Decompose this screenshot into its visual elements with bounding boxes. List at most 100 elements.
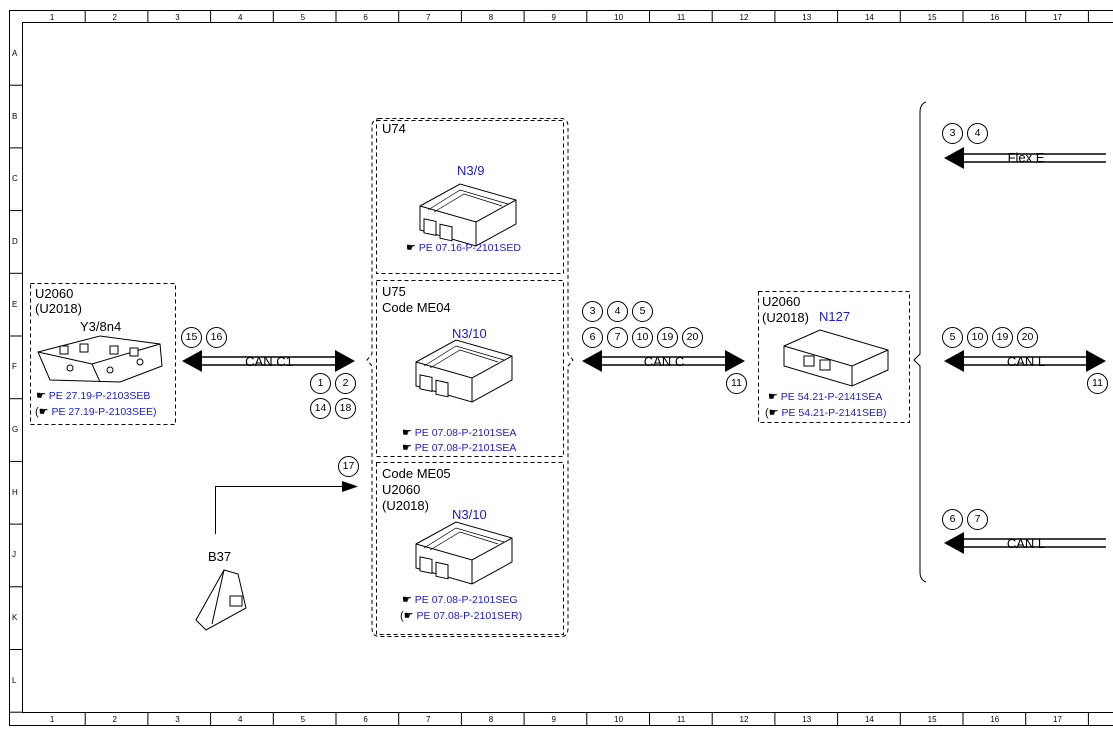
y3-ref2[interactable]: (☛ PE 27.19-P-2103SEE) <box>35 406 157 419</box>
b37-pedal-icon <box>196 570 246 630</box>
b37-arrowhead <box>342 481 358 492</box>
u75-ref1b-text: PE 07.08-P-2101SEA <box>415 427 517 439</box>
col-label: 14 <box>865 715 874 724</box>
row-label: G <box>12 425 18 434</box>
col-label: 2 <box>113 715 117 724</box>
col-label: 1 <box>50 715 54 724</box>
col-label: 13 <box>802 715 811 724</box>
can-c1-connector-14[interactable]: 14 <box>310 398 331 419</box>
col-label: 12 <box>740 715 749 724</box>
can-l-connector-5[interactable]: 5 <box>942 327 963 348</box>
can-c-connector-3[interactable]: 3 <box>582 301 603 322</box>
y3-ref1[interactable]: ☛ PE 27.19-P-2103SEB <box>36 390 150 403</box>
reference-hand-icon: ☛ <box>402 427 412 439</box>
can-c1-connector-18[interactable]: 18 <box>335 398 356 419</box>
col-label: 7 <box>426 715 430 724</box>
can-c-connector-19[interactable]: 19 <box>657 327 678 348</box>
row-label: D <box>12 237 18 246</box>
col-label: 10 <box>614 13 623 22</box>
col-label: 7 <box>426 13 430 22</box>
col-label: 6 <box>363 715 367 724</box>
n3-10-me05-ecu-icon <box>416 522 512 584</box>
u75-ref2[interactable]: ☛ PE 07.08-P-2101SEA <box>402 427 516 440</box>
can-l-top-bus-arrowhead-left <box>944 350 964 372</box>
col-label: 8 <box>489 715 493 724</box>
u74-ref1[interactable]: ☛ PE 07.16-P-2101SED <box>406 242 521 255</box>
can-c1-label: CAN C1 <box>228 354 310 369</box>
u74-ref1-text: PE 07.16-P-2101SED <box>419 242 521 254</box>
can-l-connector-19[interactable]: 19 <box>992 327 1013 348</box>
can-l-bottom-bus-arrowhead-left <box>944 532 964 554</box>
col-label: 12 <box>740 13 749 22</box>
row-label: J <box>12 550 16 559</box>
col-label: 2 <box>113 13 117 22</box>
col-label: 9 <box>551 715 555 724</box>
can-l-connector-20[interactable]: 20 <box>1017 327 1038 348</box>
col-label: 4 <box>238 13 242 22</box>
col-label: 1 <box>50 13 54 22</box>
u75-ref1[interactable]: ☛ PE 07.08-P-2101SEA <box>402 442 516 455</box>
can-c1-bus-arrowhead-right <box>335 350 355 372</box>
can-c-connector-6[interactable]: 6 <box>582 327 603 348</box>
can-c-label: CAN C <box>628 354 700 369</box>
col-label: 10 <box>614 715 623 724</box>
u75-code2: Code ME04 <box>382 301 451 316</box>
can-c1-connector-2[interactable]: 2 <box>335 373 356 394</box>
can-c1-bus-arrowhead-left <box>182 350 202 372</box>
reference-hand-icon: ☛ <box>36 390 46 402</box>
col-label: 5 <box>301 715 305 724</box>
me05-ref1[interactable]: ☛ PE 07.08-P-2101SEG <box>402 594 518 607</box>
me05-variant2: (U2018) <box>382 499 429 514</box>
can-c-connector-4[interactable]: 4 <box>607 301 628 322</box>
can-l-connector-11[interactable]: 11 <box>1087 373 1108 394</box>
reference-hand-icon: ☛ <box>402 594 412 606</box>
can-c-connector-20[interactable]: 20 <box>682 327 703 348</box>
n127-icon <box>784 330 888 386</box>
row-label: L <box>12 676 16 685</box>
y3-ref1-text: PE 27.19-P-2103SEB <box>49 390 151 402</box>
can-c-bus-arrowhead-left <box>582 350 602 372</box>
col-label: 17 <box>1053 715 1062 724</box>
n127-ref1-text: PE 54.21-P-2141SEA <box>781 391 883 403</box>
row-label: E <box>12 300 17 309</box>
col-label: 6 <box>363 13 367 22</box>
reference-hand-icon: ☛ <box>39 406 49 418</box>
can-c-connector-11[interactable]: 11 <box>726 373 747 394</box>
me05-ref2[interactable]: (☛ PE 07.08-P-2101SER) <box>400 610 522 623</box>
u75-name: N3/10 <box>452 327 487 342</box>
y3-variant1: U2060 <box>35 287 73 302</box>
col-label: 16 <box>990 715 999 724</box>
reference-hand-icon: ☛ <box>769 407 779 419</box>
u74-code: U74 <box>382 122 406 137</box>
n127-ref1[interactable]: ☛ PE 54.21-P-2141SEA <box>768 391 882 404</box>
flex-e-connector-4[interactable]: 4 <box>967 123 988 144</box>
col-label: 3 <box>175 715 179 724</box>
can-c1-connector-15[interactable]: 15 <box>181 327 202 348</box>
can-c-connector-7[interactable]: 7 <box>607 327 628 348</box>
can-c1-connector-16[interactable]: 16 <box>206 327 227 348</box>
col-label: 15 <box>928 715 937 724</box>
can-c-connector-5[interactable]: 5 <box>632 301 653 322</box>
u75-ref1-text: PE 07.08-P-2101SEA <box>415 442 517 454</box>
col-label: 11 <box>677 13 685 22</box>
row-label: C <box>12 174 18 183</box>
row-label: F <box>12 362 17 371</box>
n127-ref2-text: PE 54.21-P-2141SEB) <box>781 407 886 419</box>
col-label: 14 <box>865 13 874 22</box>
outer-border <box>10 11 1113 726</box>
bus-arrows <box>182 147 1106 554</box>
col-label: 4 <box>238 715 242 724</box>
can-l-connector-10[interactable]: 10 <box>967 327 988 348</box>
flex-e-connector-3[interactable]: 3 <box>942 123 963 144</box>
col-label: 11 <box>677 715 685 724</box>
b37-signal-line <box>216 487 351 535</box>
n127-ref2[interactable]: (☛ PE 54.21-P-2141SEB) <box>765 407 887 420</box>
reference-hand-icon: ☛ <box>402 442 412 454</box>
can-l-bottom-connector-7[interactable]: 7 <box>967 509 988 530</box>
can-c1-connector-1[interactable]: 1 <box>310 373 331 394</box>
b37-connector-17[interactable]: 17 <box>338 456 359 477</box>
n127-variant1: U2060 <box>762 295 800 310</box>
can-l-bottom-connector-6[interactable]: 6 <box>942 509 963 530</box>
can-c-connector-10[interactable]: 10 <box>632 327 653 348</box>
